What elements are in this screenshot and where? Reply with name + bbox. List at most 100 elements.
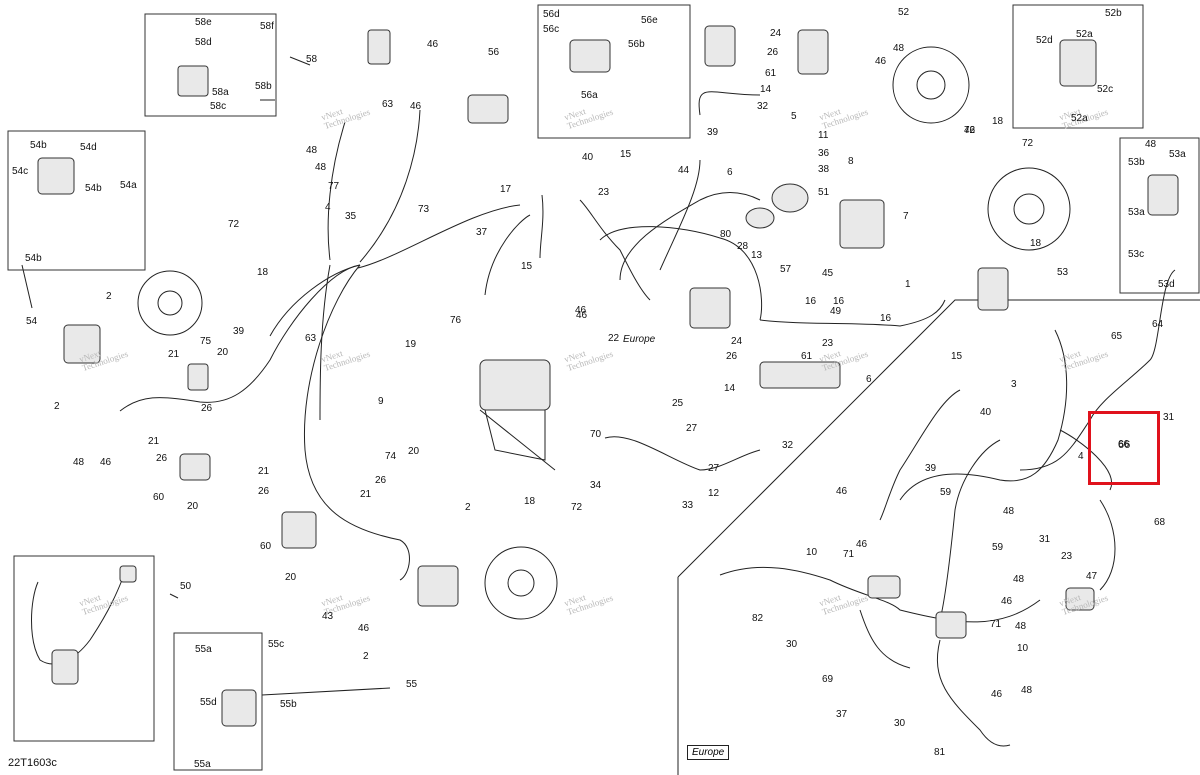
callout-number: 39 <box>925 463 937 474</box>
callout-number: 61 <box>801 351 813 362</box>
callout-number: 4 <box>1078 451 1084 462</box>
callout-number: 30 <box>786 639 798 650</box>
callout-number: 55b <box>280 699 297 710</box>
callout-number: 55d <box>200 697 217 708</box>
callout-number: 53c <box>1128 249 1145 260</box>
callout-number: 8 <box>848 156 854 167</box>
callout-number: 46 <box>836 486 848 497</box>
callout-number: 39 <box>233 326 245 337</box>
callout-number: 26 <box>258 486 270 497</box>
callout-number: 30 <box>894 718 906 729</box>
callout-number: 80 <box>720 229 732 240</box>
callout-number: 54a <box>120 180 137 191</box>
callout-number: 54d <box>80 142 97 153</box>
callout-number: 56a <box>581 90 598 101</box>
callout-number: 33 <box>682 500 694 511</box>
callout-number: 31 <box>1039 534 1051 545</box>
callout-number: 55a <box>195 644 212 655</box>
callout-number: 6 <box>866 374 872 385</box>
callout-number: 69 <box>822 674 834 685</box>
callout-number: 46 <box>856 539 868 550</box>
callout-number: 73 <box>418 204 430 215</box>
callout-number: 54b <box>30 140 47 151</box>
callout-number: 52a <box>1076 29 1093 40</box>
callout-number: 20 <box>285 572 297 583</box>
callout-number: 44 <box>678 165 690 176</box>
callout-number: 70 <box>590 429 602 440</box>
callout-number: 3 <box>1011 379 1017 390</box>
callout-number: 53d <box>1158 279 1175 290</box>
callout-number: 18 <box>257 267 269 278</box>
callout-number: 18 <box>992 116 1004 127</box>
callout-number: 15 <box>521 261 533 272</box>
callout-number: 14 <box>760 84 772 95</box>
callout-number: 53a <box>1128 207 1145 218</box>
callout-number: 25 <box>672 398 684 409</box>
callout-number: 2 <box>54 401 60 412</box>
callout-number: 52a <box>1071 113 1088 124</box>
callout-number: 48 <box>1145 139 1157 150</box>
callout-number: 18 <box>1030 238 1042 249</box>
callout-number: 28 <box>737 241 749 252</box>
callout-number: 46 <box>576 310 588 321</box>
callout-number: 1 <box>905 279 911 290</box>
callout-number: 27 <box>708 463 720 474</box>
callout-number: 71 <box>843 549 855 560</box>
callout-number: 26 <box>156 453 168 464</box>
callout-number: 2 <box>363 651 369 662</box>
callout-number: 46 <box>427 39 439 50</box>
callout-number: 37 <box>476 227 488 238</box>
callout-number: 21 <box>168 349 180 360</box>
callout-number: 50 <box>180 581 192 592</box>
callout-number: 2 <box>465 502 471 513</box>
callout-number: 47 <box>1086 571 1098 582</box>
callout-number: 82 <box>752 613 764 624</box>
callout-number: 63 <box>382 99 394 110</box>
callout-number: 63 <box>305 333 317 344</box>
callout-number: 52d <box>1036 35 1053 46</box>
callout-number: 46 <box>100 457 112 468</box>
callout-number: 23 <box>822 338 834 349</box>
inset-caliper-54 <box>8 131 145 270</box>
callout-number: 2 <box>106 291 112 302</box>
callout-number: 4 <box>325 202 331 213</box>
callout-number: 58f <box>260 21 274 32</box>
callout-number: 16 <box>805 296 817 307</box>
callout-number: 38 <box>818 164 830 175</box>
callout-number: 20 <box>187 501 199 512</box>
callout-number: 54c <box>12 166 29 177</box>
callout-number: 39 <box>707 127 719 138</box>
callout-number: 60 <box>153 492 165 503</box>
inset-reservoir-50 <box>14 556 154 741</box>
callout-number: 48 <box>73 457 85 468</box>
callout-number: 58d <box>195 37 212 48</box>
callout-number: 24 <box>731 336 743 347</box>
callout-number: 21 <box>258 466 270 477</box>
callout-number: 14 <box>724 383 736 394</box>
callout-number: 52b <box>1105 8 1122 19</box>
callout-number: 11 <box>818 130 829 141</box>
callout-number: 48 <box>1003 506 1015 517</box>
callout-number: 23 <box>1061 551 1073 562</box>
callout-number: 58a <box>212 87 229 98</box>
callout-number: 60 <box>260 541 272 552</box>
callout-number: 52c <box>1097 84 1114 95</box>
callout-number: 10 <box>1017 643 1029 654</box>
callout-number: 20 <box>217 347 229 358</box>
callout-number: 53b <box>1128 157 1145 168</box>
callout-number: 16 <box>833 296 845 307</box>
callout-number: 46 <box>575 305 587 316</box>
callout-number: 59 <box>992 542 1004 553</box>
callout-number: 77 <box>328 181 340 192</box>
callout-number: 6 <box>727 167 733 178</box>
callout-number: 32 <box>782 440 794 451</box>
callout-number: 48 <box>1021 685 1033 696</box>
callout-number: 64 <box>1152 319 1164 330</box>
callout-number: 5 <box>791 111 797 122</box>
callout-number: 21 <box>360 489 372 500</box>
callout-number: 40 <box>980 407 992 418</box>
callout-number: 56c <box>543 24 560 35</box>
callout-number: 72 <box>571 502 583 513</box>
